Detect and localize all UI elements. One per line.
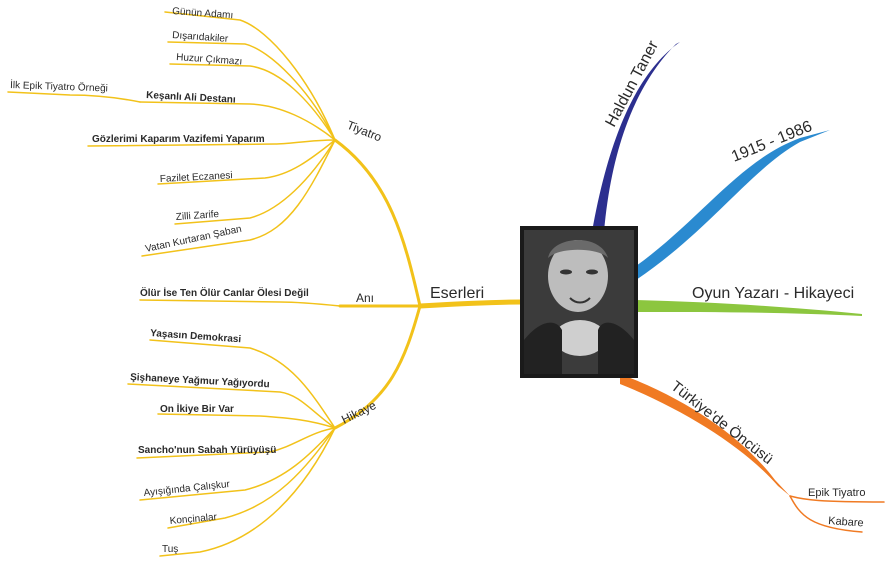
hikaye-item-6: Konçinalar <box>169 512 218 527</box>
ani-item-1: Ölür İse Ten Ölür Canlar Ölesi Değil <box>140 286 309 299</box>
hikaye-line-6 <box>167 427 336 529</box>
role-label: Oyun Yazarı - Hikayeci <box>692 285 854 302</box>
tiyatro-line-8 <box>141 139 336 257</box>
tiyatro-line-2 <box>167 41 336 141</box>
tiyatro-line-1 <box>164 11 336 141</box>
pioneer-item-2: Kabare <box>828 515 864 529</box>
hikaye-item-4: Sancho'nun Sabah Yürüyüşü <box>138 445 276 456</box>
tiyatro-subnote-line <box>7 91 141 103</box>
pioneer-line-2 <box>789 495 863 533</box>
tiyatro-line-5 <box>87 139 336 147</box>
tiyatro-item-6: Fazilet Eczanesi <box>160 170 233 185</box>
ani-line-1 <box>139 299 341 307</box>
pioneer-branch <box>620 374 790 496</box>
hikaye-line-5 <box>139 427 336 501</box>
hikaye-line-2 <box>127 383 336 429</box>
tiyatro-line-4 <box>139 101 336 141</box>
role-branch <box>636 300 862 316</box>
eserleri-to-hikaye <box>333 304 422 430</box>
hikaye-label: Hikaye <box>339 398 378 427</box>
hikaye-item-3: On İkiye Bir Var <box>160 402 234 415</box>
tiyatro-label: Tiyatro <box>345 118 384 145</box>
pioneer-line-1 <box>789 495 885 503</box>
tiyatro-line-6 <box>157 139 336 185</box>
name-label: Haldun Taner <box>603 38 663 130</box>
name-branch <box>592 42 680 232</box>
tiyatro-item-3: Huzur Çıkmazı <box>176 52 243 68</box>
portrait-photo <box>520 226 638 378</box>
ani-label: Anı <box>356 291 374 305</box>
tiyatro-item-4: Keşanlı Ali Destanı <box>146 90 236 106</box>
tiyatro-item-8: Vatan Kurtaran Şaban <box>144 224 242 255</box>
hikaye-item-7: Tuş <box>162 544 178 555</box>
eserleri-label: Eserleri <box>430 285 484 302</box>
hikaye-line-3 <box>157 413 336 429</box>
tiyatro-subnote: İlk Epik Tiyatro Örneği <box>10 78 108 94</box>
eserleri-branch <box>417 299 525 309</box>
tiyatro-item-7: Zilli Zarife <box>175 209 219 223</box>
years-branch <box>636 130 830 280</box>
hikaye-line-7 <box>159 427 336 557</box>
eserleri-to-tiyatro <box>333 138 422 308</box>
pioneer-label: Türkiye'de Öncüsü <box>668 377 777 468</box>
tiyatro-line-7 <box>174 139 336 225</box>
hikaye-line-4 <box>136 427 336 459</box>
hikaye-item-1: Yaşasın Demokrasi <box>150 328 242 345</box>
pioneer-item-1: Epik Tiyatro <box>808 487 865 499</box>
tiyatro-item-1: Günün Adamı <box>172 6 234 21</box>
hikaye-line-1 <box>149 339 336 429</box>
tiyatro-item-2: Dışarıdakiler <box>172 30 229 45</box>
tiyatro-line-3 <box>169 63 336 141</box>
tiyatro-item-5: Gözlerimi Kaparım Vazifemi Yaparım <box>92 134 265 145</box>
